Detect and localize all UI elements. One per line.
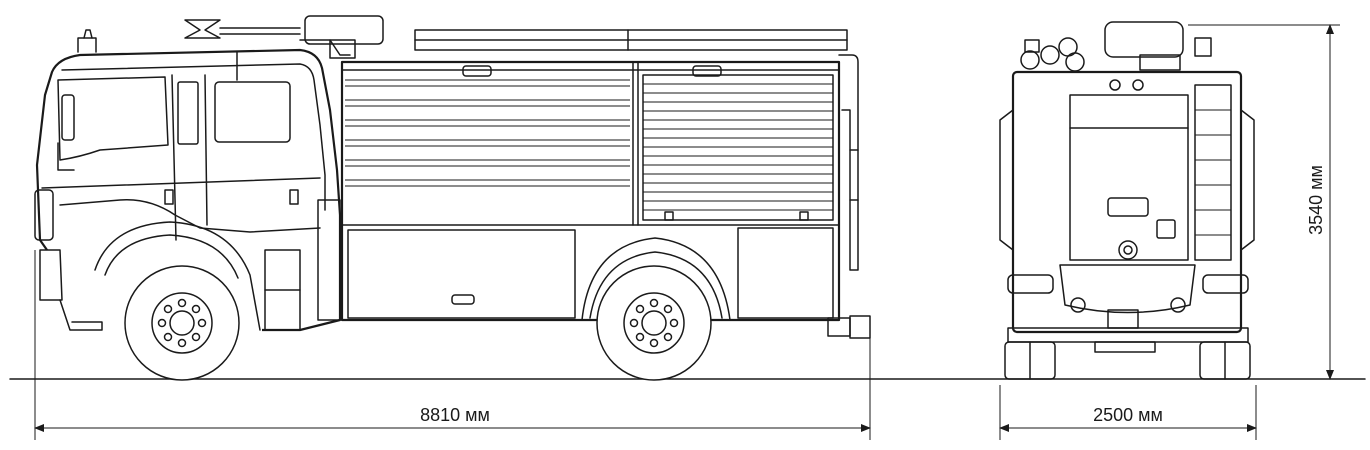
width-label: 2500 мм	[1093, 405, 1163, 425]
length-label: 8810 мм	[420, 405, 490, 425]
front-wheel	[124, 265, 240, 381]
shutter-right	[642, 74, 834, 221]
dimension-lines	[34, 24, 1340, 440]
rear-view	[999, 21, 1255, 380]
rear-wheel	[596, 265, 712, 381]
side-view	[34, 15, 871, 381]
shutter-left	[345, 79, 630, 187]
height-label: 3540 мм	[1306, 165, 1326, 235]
